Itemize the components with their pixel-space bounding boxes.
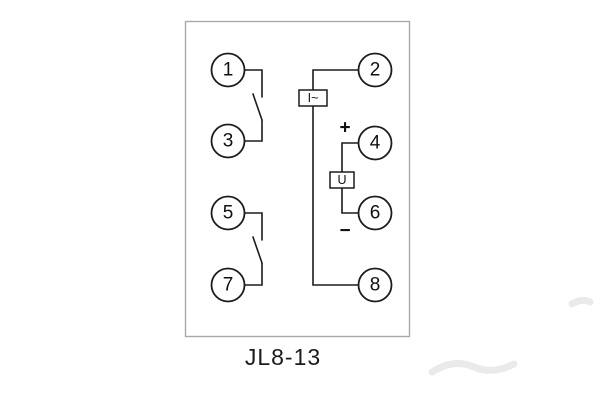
terminal-8: 8 <box>357 267 393 303</box>
terminal-1: 1 <box>210 52 246 88</box>
current-coil-box <box>298 89 328 107</box>
terminal-7-circle <box>210 267 246 303</box>
current-coil-label: I~ <box>308 91 319 105</box>
terminal-7-label: 7 <box>223 275 234 296</box>
terminal-6: 6 <box>357 195 393 231</box>
plus-sign: + <box>339 118 350 139</box>
terminal-4: 4 <box>357 125 393 161</box>
voltage-coil-box <box>329 171 355 189</box>
terminal-2-label: 2 <box>370 60 381 81</box>
model-caption: JL8-13 <box>244 344 322 370</box>
terminal-4-circle <box>357 125 393 161</box>
terminal-5: 5 <box>210 195 246 231</box>
voltage-coil-label: U <box>337 173 346 187</box>
contact-5-7-blade <box>252 236 263 264</box>
terminal-7: 7 <box>210 267 246 303</box>
wire-current-coil-to-8 <box>312 105 359 286</box>
contact-1-3-bottom-lead <box>243 119 263 142</box>
terminal-8-circle <box>357 267 393 303</box>
terminal-2: 2 <box>357 52 393 88</box>
terminal-1-circle <box>210 52 246 88</box>
panel-border <box>184 20 411 338</box>
terminal-5-circle <box>210 195 246 231</box>
wire-4-to-voltage-coil <box>341 142 359 173</box>
terminal-6-circle <box>357 195 393 231</box>
terminal-5-label: 5 <box>223 203 234 224</box>
terminal-8-label: 8 <box>370 275 381 296</box>
minus-sign: − <box>339 221 350 242</box>
current-coil: I~ <box>298 89 328 107</box>
watermark-smudge <box>568 296 594 308</box>
contact-1-3-top-lead <box>243 69 263 98</box>
terminal-4-label: 4 <box>370 133 381 154</box>
contact-5-7-bottom-lead <box>243 262 263 286</box>
contact-5-7-top-lead <box>243 212 263 241</box>
terminal-3-circle <box>210 123 246 159</box>
voltage-coil: U <box>329 171 355 189</box>
terminal-1-label: 1 <box>223 60 234 81</box>
terminal-3-label: 3 <box>223 131 234 152</box>
wire-voltage-coil-to-6 <box>341 187 359 214</box>
terminal-2-circle <box>357 52 393 88</box>
terminal-3: 3 <box>210 123 246 159</box>
wire-2-to-current-coil <box>312 69 359 91</box>
terminal-6-label: 6 <box>370 203 381 224</box>
watermark-smudge <box>428 359 518 376</box>
contact-1-3-blade <box>252 93 263 121</box>
